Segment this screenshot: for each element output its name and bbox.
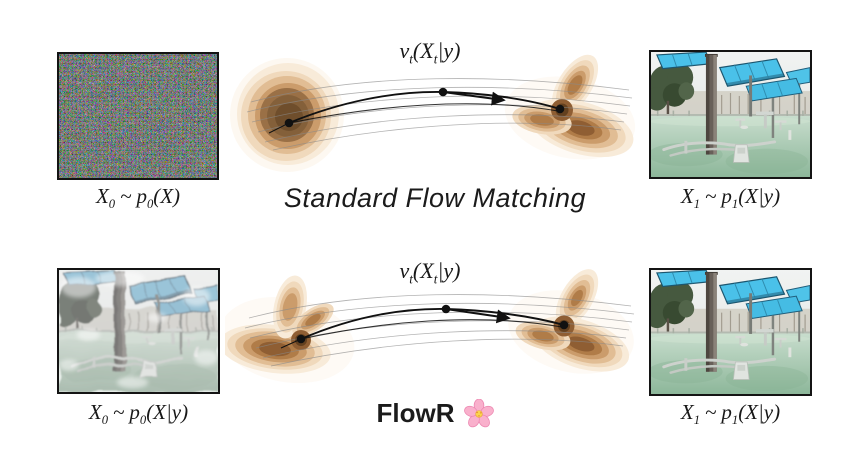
cherry-blossom-icon	[463, 398, 494, 427]
velocity-label-row1: vt(Xt|y)	[399, 38, 461, 67]
sample-points	[284, 87, 565, 128]
sample-points	[296, 304, 569, 344]
target-image-bottom	[649, 268, 812, 396]
source-caption-row1: X0~p0(X)	[95, 184, 181, 212]
target-image-top	[649, 50, 812, 179]
render-artifacts	[59, 270, 218, 389]
target-distribution-blob	[508, 269, 634, 374]
velocity-label-row2: vt(Xt|y)	[399, 258, 461, 287]
noise-image	[57, 52, 219, 180]
target-caption-row1: X1~p1(X|y)	[680, 184, 781, 212]
source-distribution-blob	[225, 275, 355, 384]
flow-diagram-flowr	[225, 269, 635, 384]
render-image	[57, 268, 220, 394]
flow-lines	[246, 78, 633, 151]
method-label-standard: Standard Flow Matching	[283, 183, 587, 213]
rgb-noise-texture	[59, 54, 217, 178]
flow-diagram-standard	[230, 54, 636, 172]
velocity-arrow	[442, 91, 506, 106]
source-caption-row2: X0~p0(X|y)	[88, 400, 189, 428]
velocity-arrow	[445, 308, 511, 324]
target-caption-row2: X1~p1(X|y)	[680, 400, 781, 428]
method-label-flowr: FlowR	[225, 398, 645, 429]
source-distribution-blob	[230, 58, 344, 172]
